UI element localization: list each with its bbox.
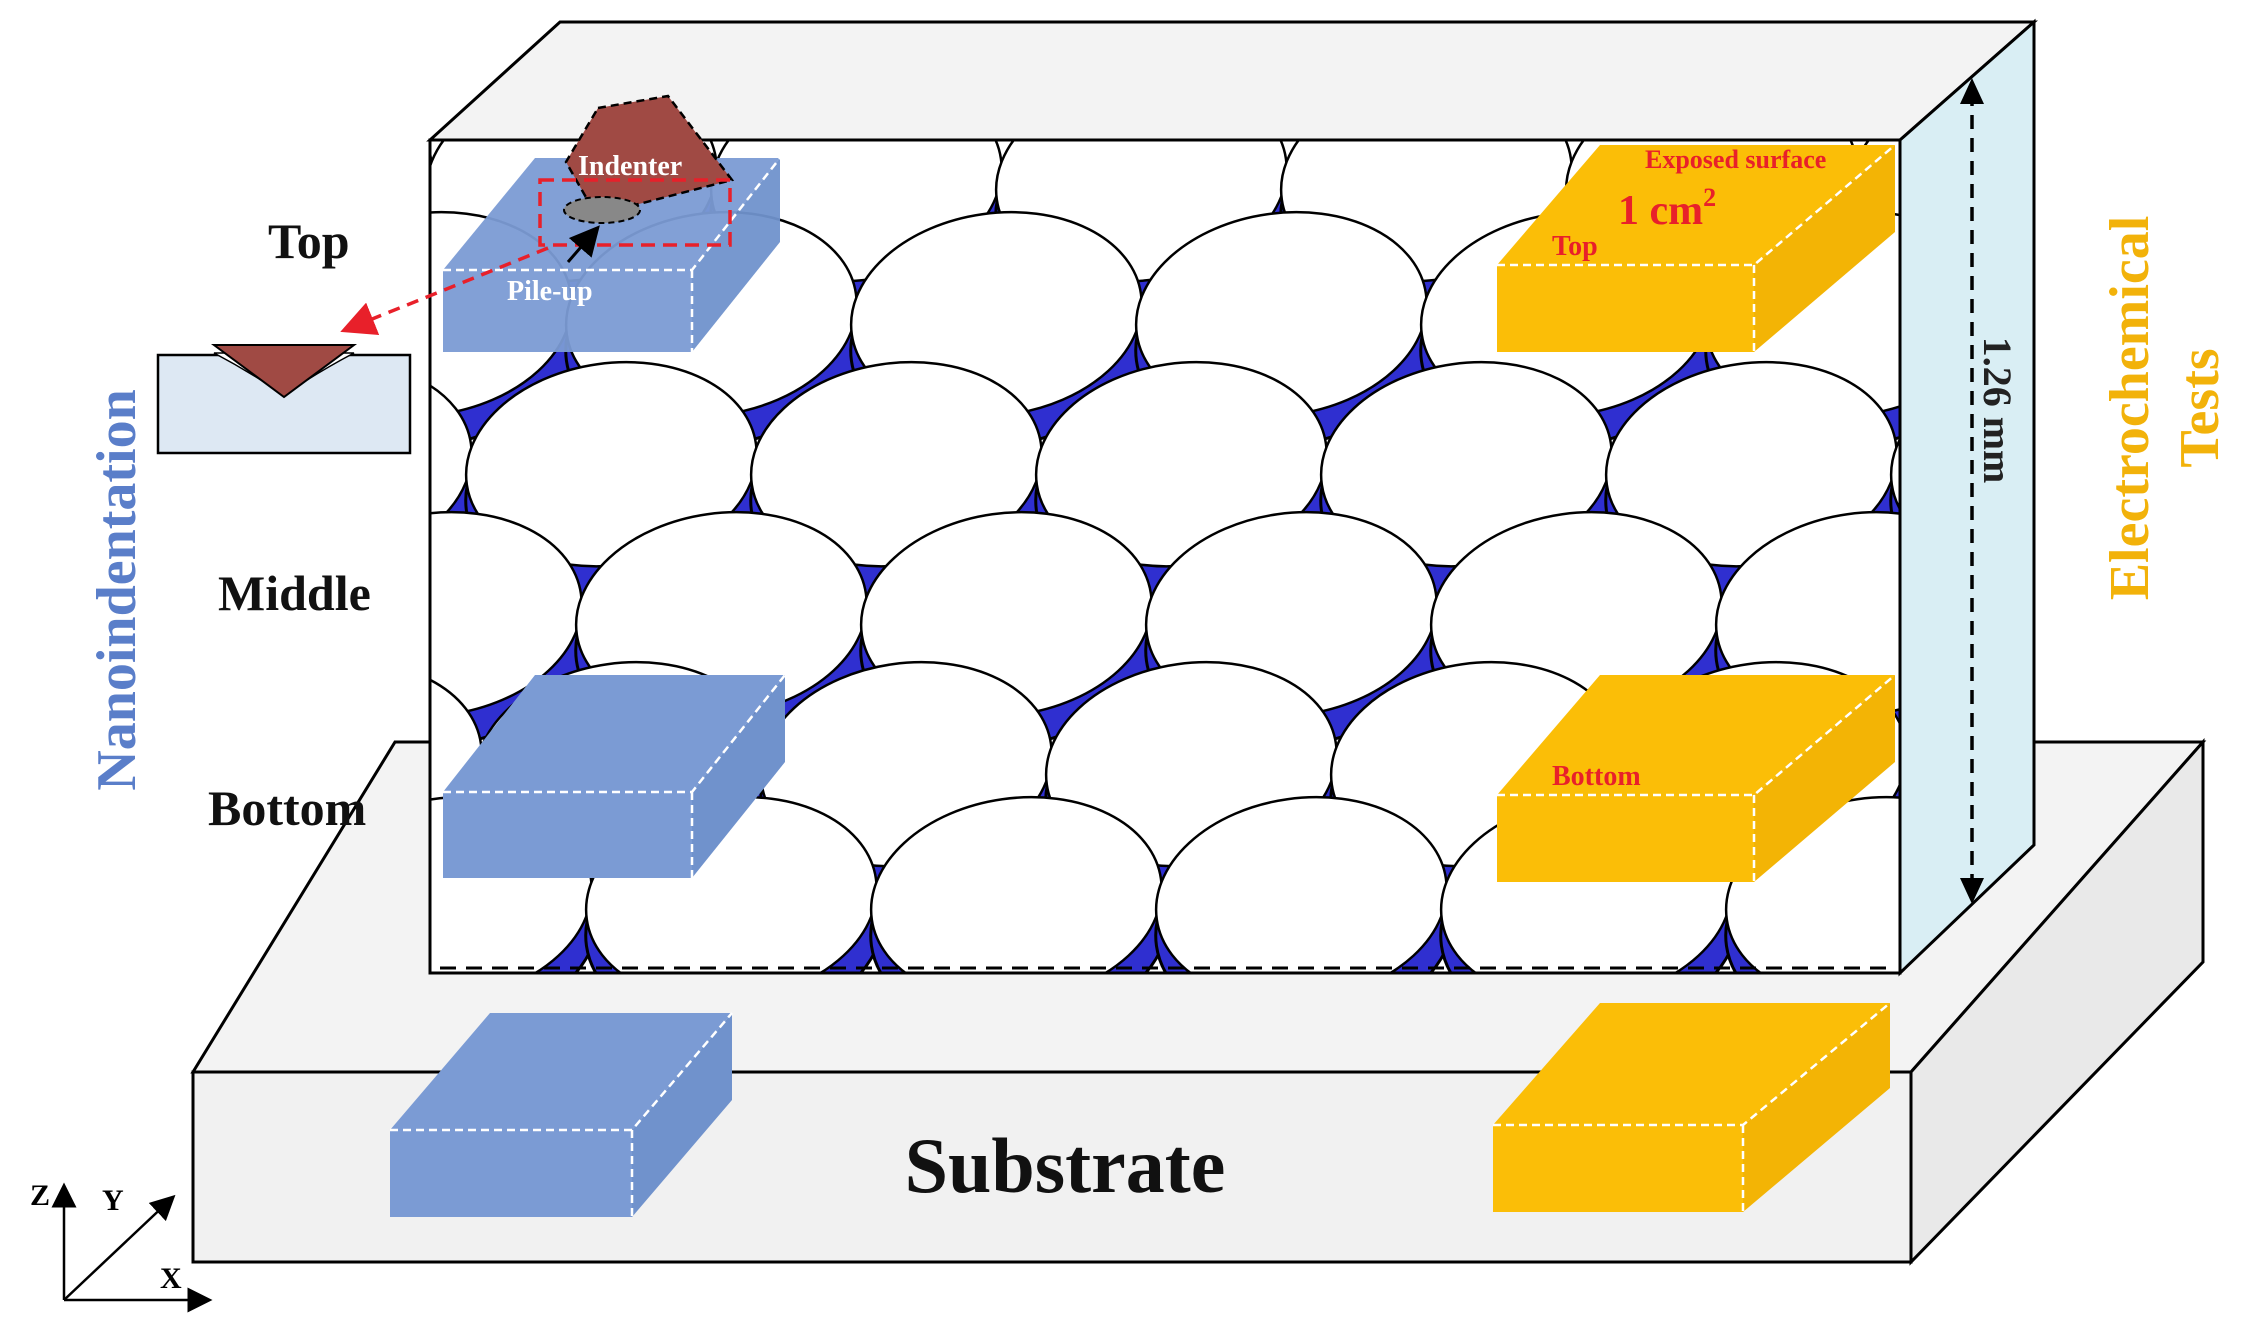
thickness-dimension: 1.26 mm [1960, 78, 2020, 904]
pile-up-mark [563, 196, 641, 224]
melt-pool [430, 140, 441, 313]
electrochemical-title-line1: Electrochemical [2099, 216, 2161, 601]
exposed-area-value: 1 cm2 [1618, 183, 1716, 234]
thickness-label: 1.26 mm [1975, 337, 2020, 484]
axis-y-label: Y [102, 1184, 124, 1217]
pile-up-pointer [566, 225, 600, 263]
axes-triad: Z Y X [30, 1179, 213, 1313]
electro-top-label: Top [1552, 231, 1598, 262]
melt-pool [1724, 795, 1900, 973]
nano-sample-top [443, 157, 781, 352]
indenter-icon [564, 94, 735, 217]
substrate-label: Substrate [905, 1122, 1226, 1209]
electro-sample-substrate [1493, 1002, 1891, 1212]
electro-sample-top [1497, 144, 1896, 352]
electro-bottom-label: Bottom [1552, 761, 1641, 792]
inset-indenter-icon [210, 344, 358, 399]
block-front-outline [428, 138, 1902, 975]
indent-highlight-box [538, 178, 732, 247]
exposed-area-exponent: 2 [1703, 183, 1716, 212]
indenter-label: Indenter [578, 151, 682, 182]
level-label-bottom: Bottom [208, 780, 366, 836]
electro-sample-bottom [1497, 674, 1896, 882]
exposed-surface-label: Exposed surface [1645, 145, 1826, 174]
nanoindentation-title: Nanoindentation [86, 389, 148, 790]
electrochemical-title-line2: Tests [2169, 348, 2231, 467]
indenter-group: Indenter Pile-up [340, 94, 735, 336]
level-label-middle: Middle [218, 565, 371, 621]
axis-x-label: X [160, 1262, 182, 1295]
melt-pool [1889, 360, 1900, 598]
nano-sample-substrate [390, 1012, 733, 1217]
exposed-area-number: 1 cm [1618, 188, 1703, 234]
level-label-top: Top [268, 213, 350, 269]
thickness-arrow-head-bottom [1960, 878, 1984, 904]
zoom-arrow [340, 246, 549, 336]
deposited-block [426, 18, 2038, 977]
block-side-face [1898, 18, 2036, 977]
nano-sample-bottom [443, 674, 786, 878]
axis-z-label: Z [30, 1179, 50, 1212]
pile-up-label: Pile-up [507, 276, 593, 307]
indentation-inset [156, 344, 412, 455]
thickness-arrow-head-top [1960, 78, 1984, 104]
